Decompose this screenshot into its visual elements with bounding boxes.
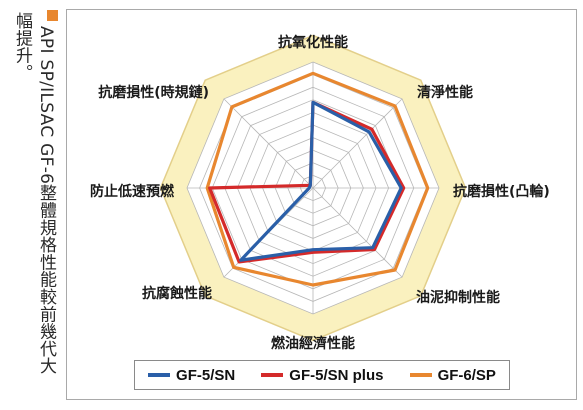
caption-line-1: API SP/ILSAC GF-6整體規格性能較前幾代大 <box>36 26 56 375</box>
radar-spoke <box>312 187 403 278</box>
vertical-caption: API SP/ILSAC GF-6整體規格性能較前幾代大 幅提升。 <box>10 8 60 398</box>
axis-label: 清淨性能 <box>417 84 473 101</box>
series-line-gf-5-sn-plus <box>208 100 406 264</box>
legend-item-gf5-sn-plus: GF-5/SN plus <box>261 367 383 384</box>
axis-label: 抗腐蝕性能 <box>142 285 212 302</box>
axis-label: 抗氧化性能 <box>278 34 348 51</box>
series-line-gf-5-sn <box>239 100 403 262</box>
axis-label: 抗磨損性(時規鏈) <box>98 84 209 101</box>
axis-label: 抗磨損性(凸輪) <box>453 183 550 200</box>
legend-label: GF-6/SP <box>437 366 496 384</box>
chart-legend: GF-5/SN GF-5/SN plus GF-6/SP <box>134 360 510 390</box>
axis-label: 油泥抑制性能 <box>416 289 500 306</box>
axis-label: 燃油經濟性能 <box>271 335 355 352</box>
axis-label: 防止低速預燃 <box>90 183 175 200</box>
legend-swatch-gf5-sn <box>148 373 171 377</box>
legend-item-gf5-sn: GF-5/SN <box>148 367 235 384</box>
legend-label: GF-5/SN plus <box>289 366 384 384</box>
radar-spoke <box>223 98 314 189</box>
radar-spoke <box>312 98 403 189</box>
legend-label: GF-5/SN <box>176 366 236 384</box>
series-line-gf-6-sp <box>205 71 430 287</box>
caption-marker <box>47 10 58 21</box>
caption-line-2: 幅提升。 <box>12 12 32 82</box>
legend-swatch-gf5-sn-plus <box>261 373 284 377</box>
legend-item-gf6-sp: GF-6/SP <box>409 366 496 384</box>
legend-swatch-gf6-sp <box>409 373 432 377</box>
